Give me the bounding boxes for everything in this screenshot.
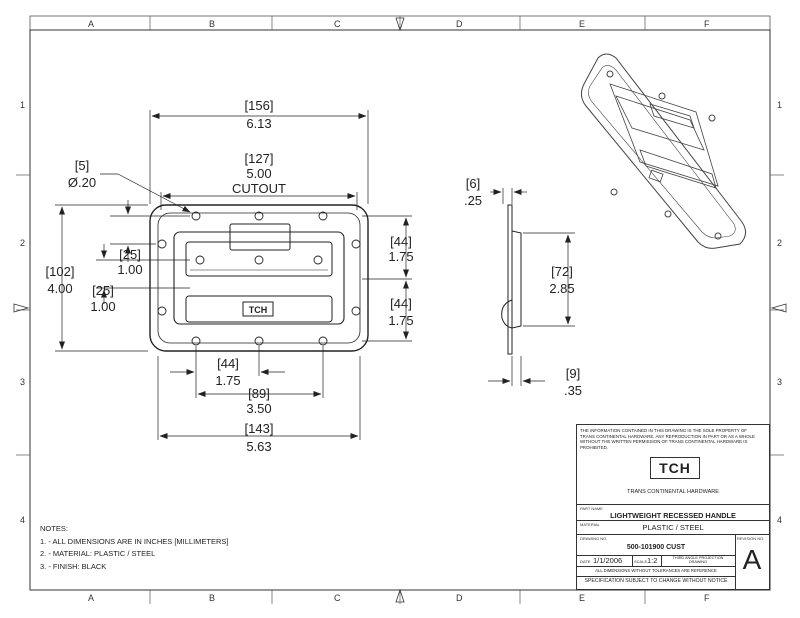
hinge-block	[229, 223, 291, 251]
flange-inner	[157, 212, 361, 344]
company-name: TRANS CONTINENTAL HARDWARE	[627, 489, 719, 495]
zone-row-2-right: 2	[777, 238, 782, 248]
handle-bar	[185, 241, 333, 277]
zone-col-a-bottom: A	[88, 593, 94, 603]
dim-offset1-in: 1.00	[117, 262, 142, 277]
dim-offset1-mm: [25]	[119, 247, 141, 262]
dim-bottom-89-in: 3.50	[246, 401, 271, 416]
dim-height-in: 4.00	[47, 281, 72, 296]
handle-logo-box	[242, 301, 274, 317]
dim-hole-dia-mm: [5]	[75, 158, 89, 173]
zone-row-3-right: 3	[777, 377, 782, 387]
dim-bottom-44-mm: [44]	[217, 356, 239, 371]
dim-hole-dia-in: Ø.20	[68, 175, 96, 190]
dim-bottom-44-in: 1.75	[215, 373, 240, 388]
title-block: THE INFORMATION CONTAINED IN THIS DRAWIN…	[576, 424, 770, 590]
grip-plate	[185, 295, 333, 323]
zone-col-f: F	[704, 19, 710, 29]
flange-outline	[149, 204, 369, 352]
front-view	[149, 204, 369, 352]
material: PLASTIC / STEEL	[642, 523, 704, 532]
dim-offset2-mm: [25]	[92, 283, 114, 298]
mounting-holes	[157, 211, 361, 346]
date: 1/1/2006	[593, 556, 623, 565]
spec-note: SPECIFICATION SUBJECT TO CHANGE WITHOUT …	[584, 578, 728, 584]
recess-outline	[173, 231, 345, 325]
company-logo: TCH	[650, 457, 700, 479]
zone-row-1-right: 1	[777, 100, 782, 110]
zone-col-b: B	[209, 19, 215, 29]
dim-height-mm: [102]	[46, 264, 75, 279]
drawing-no: 500-101900 CUST	[626, 544, 686, 551]
dim-right-lower-in: 1.75	[388, 313, 413, 328]
part-name: LIGHTWEIGHT RECESSED HANDLE	[610, 511, 736, 520]
proprietary-notice: THE INFORMATION CONTAINED IN THIS DRAWIN…	[580, 428, 755, 450]
revision-label: REVISION NO.	[737, 536, 765, 541]
dim-bottom-143-in: 5.63	[246, 439, 271, 454]
dim-side-thick-mm: [6]	[466, 176, 480, 191]
zone-col-c: C	[334, 19, 341, 29]
dim-side-depth-in: .35	[564, 383, 582, 398]
dim-overall-width-in: 6.13	[246, 116, 271, 131]
note-1: 1. - ALL DIMENSIONS ARE IN INCHES [MILLI…	[40, 536, 229, 546]
dim-side-height-mm: [72]	[551, 264, 573, 279]
dim-right-upper-mm: [44]	[390, 234, 412, 249]
zone-row-1: 1	[20, 100, 25, 110]
scale-label: SCALE	[634, 559, 648, 564]
handle-logo: TCH	[249, 305, 268, 315]
revision: A	[742, 544, 762, 575]
dim-side-thick-in: .25	[464, 193, 482, 208]
dim-right-upper-in: 1.75	[388, 249, 413, 264]
zone-col-c-bottom: C	[334, 593, 341, 603]
drawing-no-label: DRAWING NO.	[580, 536, 608, 541]
notes-block: NOTES: 1. - ALL DIMENSIONS ARE IN INCHES…	[40, 523, 270, 573]
dim-bottom-89-mm: [89]	[248, 386, 270, 401]
centering-marks	[13, 17, 787, 603]
date-label: DATE	[580, 559, 591, 564]
material-label: MATERIAL	[580, 522, 600, 527]
side-dimension-labels: [6] .25 [72] 2.85 [9] .35	[464, 176, 582, 398]
projection-note: THIRD ANGLE PROJECTION DRAWING	[672, 556, 724, 565]
dim-cutout-label: CUTOUT	[232, 181, 286, 196]
zone-col-b-bottom: B	[209, 593, 215, 603]
dim-cutout-width-in: 5.00	[246, 166, 271, 181]
zone-col-a: A	[88, 19, 94, 29]
note-3: 3. - FINISH: BLACK	[40, 561, 107, 571]
zone-col-f-bottom: F	[704, 593, 710, 603]
dim-right-lower-mm: [44]	[390, 296, 412, 311]
front-dimension-labels: [156] 6.13 [127] 5.00 CUTOUT [5] Ø.20 [1…	[46, 98, 414, 454]
zone-row-3: 3	[20, 377, 25, 387]
dim-side-depth-mm: [9]	[566, 366, 580, 381]
part-name-label: PART NAME	[580, 506, 603, 511]
front-dimension-lines	[55, 110, 412, 440]
zone-col-d: D	[456, 19, 463, 29]
zone-ticks	[16, 16, 784, 604]
zone-col-e-bottom: E	[579, 593, 585, 603]
isometric-view	[580, 53, 746, 249]
note-2: 2. - MATERIAL: PLASTIC / STEEL	[40, 549, 156, 558]
notes-heading: NOTES:	[40, 524, 68, 533]
dim-cutout-width-mm: [127]	[245, 151, 274, 166]
dim-offset2-in: 1.00	[90, 299, 115, 314]
dim-bottom-143-mm: [143]	[245, 421, 274, 436]
zone-col-e: E	[579, 19, 585, 29]
zone-row-4-right: 4	[777, 515, 782, 525]
zone-row-4: 4	[20, 515, 25, 525]
tolerance-note: ALL DIMENSIONS WITHOUT TOLERANCES ARE RE…	[595, 568, 717, 573]
dim-side-height-in: 2.85	[549, 281, 574, 296]
side-view	[488, 188, 575, 386]
zone-col-d-bottom: D	[456, 593, 463, 603]
scale: 1:2	[647, 556, 658, 565]
dim-overall-width-mm: [156]	[245, 98, 274, 113]
zone-row-2: 2	[20, 238, 25, 248]
